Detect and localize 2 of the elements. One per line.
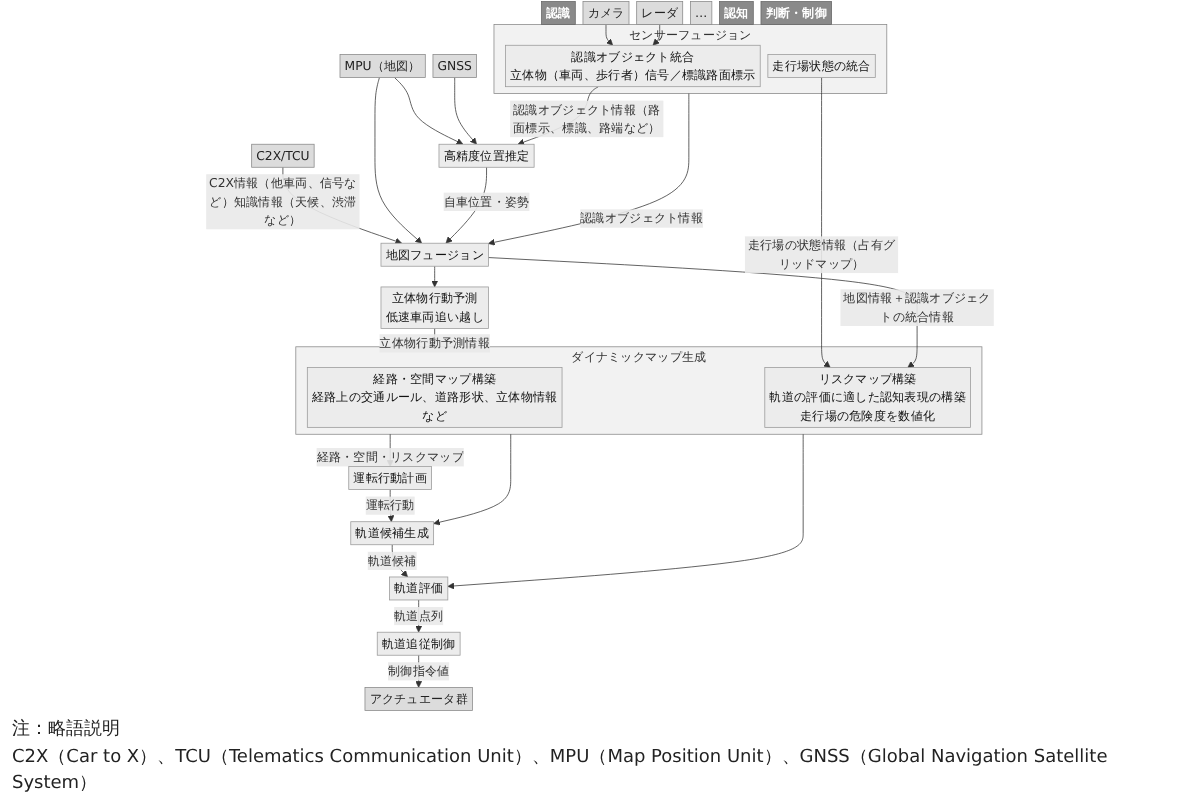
- footnote-text: C2X（Car to X）、TCU（Telematics Communication Unit）、MPU（Map Position Unit）、GNSS（Global Navigation Satellite System）: [12, 746, 1110, 796]
- footnote-text: 注：略語説明: [12, 717, 122, 742]
